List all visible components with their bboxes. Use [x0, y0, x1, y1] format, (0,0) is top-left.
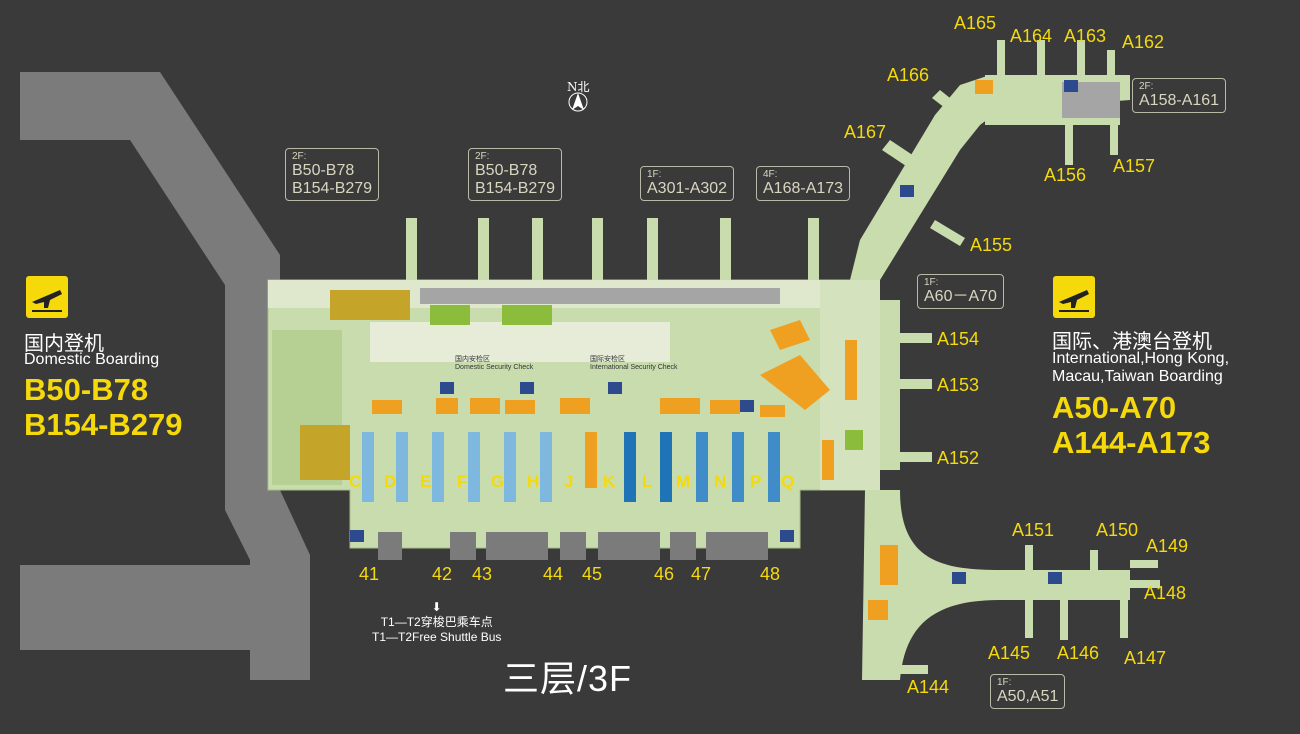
compass: [568, 92, 588, 112]
checkin-row-h: H: [527, 472, 540, 491]
intl-title-en-1: International,Hong Kong,: [1052, 350, 1230, 367]
gate-a165: A165: [954, 13, 997, 33]
callout-4f-a168: 4F:A168-A173: [756, 166, 851, 201]
callout-1f-a50: 1F:A50,A51: [990, 674, 1066, 709]
shuttle-bus-label: ⬇ T1—T2穿梭巴乘车点 T1—T2Free Shuttle Bus: [372, 600, 502, 644]
gate-a163: A163: [1064, 26, 1107, 46]
intl-range-1: A50-A70: [1052, 390, 1177, 425]
bridge-a155: [930, 220, 965, 246]
floor-label: 三层/3F: [503, 658, 633, 699]
airplane-departure-icon: [26, 276, 68, 318]
green-zone-1: [430, 305, 470, 325]
checkin-row-g: G: [491, 472, 505, 491]
gate-a154: A154: [937, 329, 980, 349]
gate-a157: A157: [1113, 156, 1156, 176]
callout-1f-a60: 1F:A60－A70: [917, 274, 1004, 309]
checkin-row-m: M: [676, 472, 691, 491]
south-concourse: [862, 490, 1130, 680]
north-label: N北: [567, 80, 590, 94]
gate-a150: A150: [1096, 520, 1139, 540]
gate-a162: A162: [1122, 32, 1165, 52]
jet-bridges-east: [900, 40, 1160, 674]
bay-46: 46: [654, 564, 675, 584]
bridge-a166: [932, 90, 965, 118]
gate-a156: A156: [1044, 165, 1087, 185]
east-green: [845, 430, 863, 450]
bay-45: 45: [582, 564, 603, 584]
checkin-row-l: L: [642, 472, 653, 491]
bay-44: 44: [543, 564, 564, 584]
bridge-a167: [882, 140, 920, 170]
gate-a164: A164: [1010, 26, 1053, 46]
checkin-row-f: F: [457, 472, 468, 491]
shops-row: [372, 398, 785, 417]
down-arrow-icon: ⬇: [431, 600, 442, 614]
gate-a151: A151: [1012, 520, 1055, 540]
domestic-range-2: B154-B279: [24, 407, 183, 442]
airplane-departure-icon-intl: [1053, 276, 1095, 318]
gate-a144: A144: [907, 677, 950, 697]
gate-a166: A166: [887, 65, 930, 85]
checkin-row-c: C: [349, 472, 362, 491]
facility-markers: [350, 80, 1078, 584]
curb-bays: [378, 532, 768, 560]
gate-a148: A148: [1144, 583, 1187, 603]
check-in-counters: [362, 432, 780, 502]
taxiway-lower: [20, 565, 250, 650]
checkin-row-j: J: [564, 472, 574, 491]
taxiway: [20, 72, 310, 680]
gate-a146: A146: [1057, 643, 1100, 663]
east-shops: [760, 80, 993, 620]
domestic-title-cn: 国内登机: [24, 333, 104, 355]
gate-a153: A153: [937, 375, 980, 395]
bay-43: 43: [472, 564, 493, 584]
lounge-area: [330, 290, 410, 320]
callout-2f-a158: 2F:A158-A161: [1132, 78, 1227, 113]
callout-1f-a301: 1F:A301-A302: [640, 166, 735, 201]
bay-41: 41: [359, 564, 380, 584]
intl-range-2: A144-A173: [1052, 425, 1211, 460]
checkin-row-d: D: [384, 472, 397, 491]
checkin-row-n: N: [714, 472, 727, 491]
security-zone: [370, 322, 670, 362]
green-zone-2: [502, 305, 552, 325]
jet-bridges-top: [406, 218, 819, 280]
checkin-row-e: E: [420, 472, 432, 491]
bay-42: 42: [432, 564, 453, 584]
gate-a149: A149: [1146, 536, 1189, 556]
service-area: [300, 425, 350, 480]
checkin-row-k: K: [603, 472, 616, 491]
bay-48: 48: [760, 564, 781, 584]
domestic-title-en: Domestic Boarding: [24, 351, 160, 368]
gate-a145: A145: [988, 643, 1031, 663]
intl-title-en-2: Macau,Taiwan Boarding: [1052, 368, 1223, 385]
checkin-row-p: P: [750, 472, 762, 491]
gate-a167: A167: [844, 122, 887, 142]
checkin-row-q: Q: [781, 472, 795, 491]
bay-47: 47: [691, 564, 712, 584]
domestic-range-1: B50-B78: [24, 372, 149, 407]
intl-title-cn: 国际、港澳台登机: [1052, 331, 1212, 353]
gate-a152: A152: [937, 448, 980, 468]
gate-a155: A155: [970, 235, 1013, 255]
north-concourse: [820, 75, 1130, 280]
gate-a147: A147: [1124, 648, 1167, 668]
moving-walkway: [420, 288, 780, 304]
